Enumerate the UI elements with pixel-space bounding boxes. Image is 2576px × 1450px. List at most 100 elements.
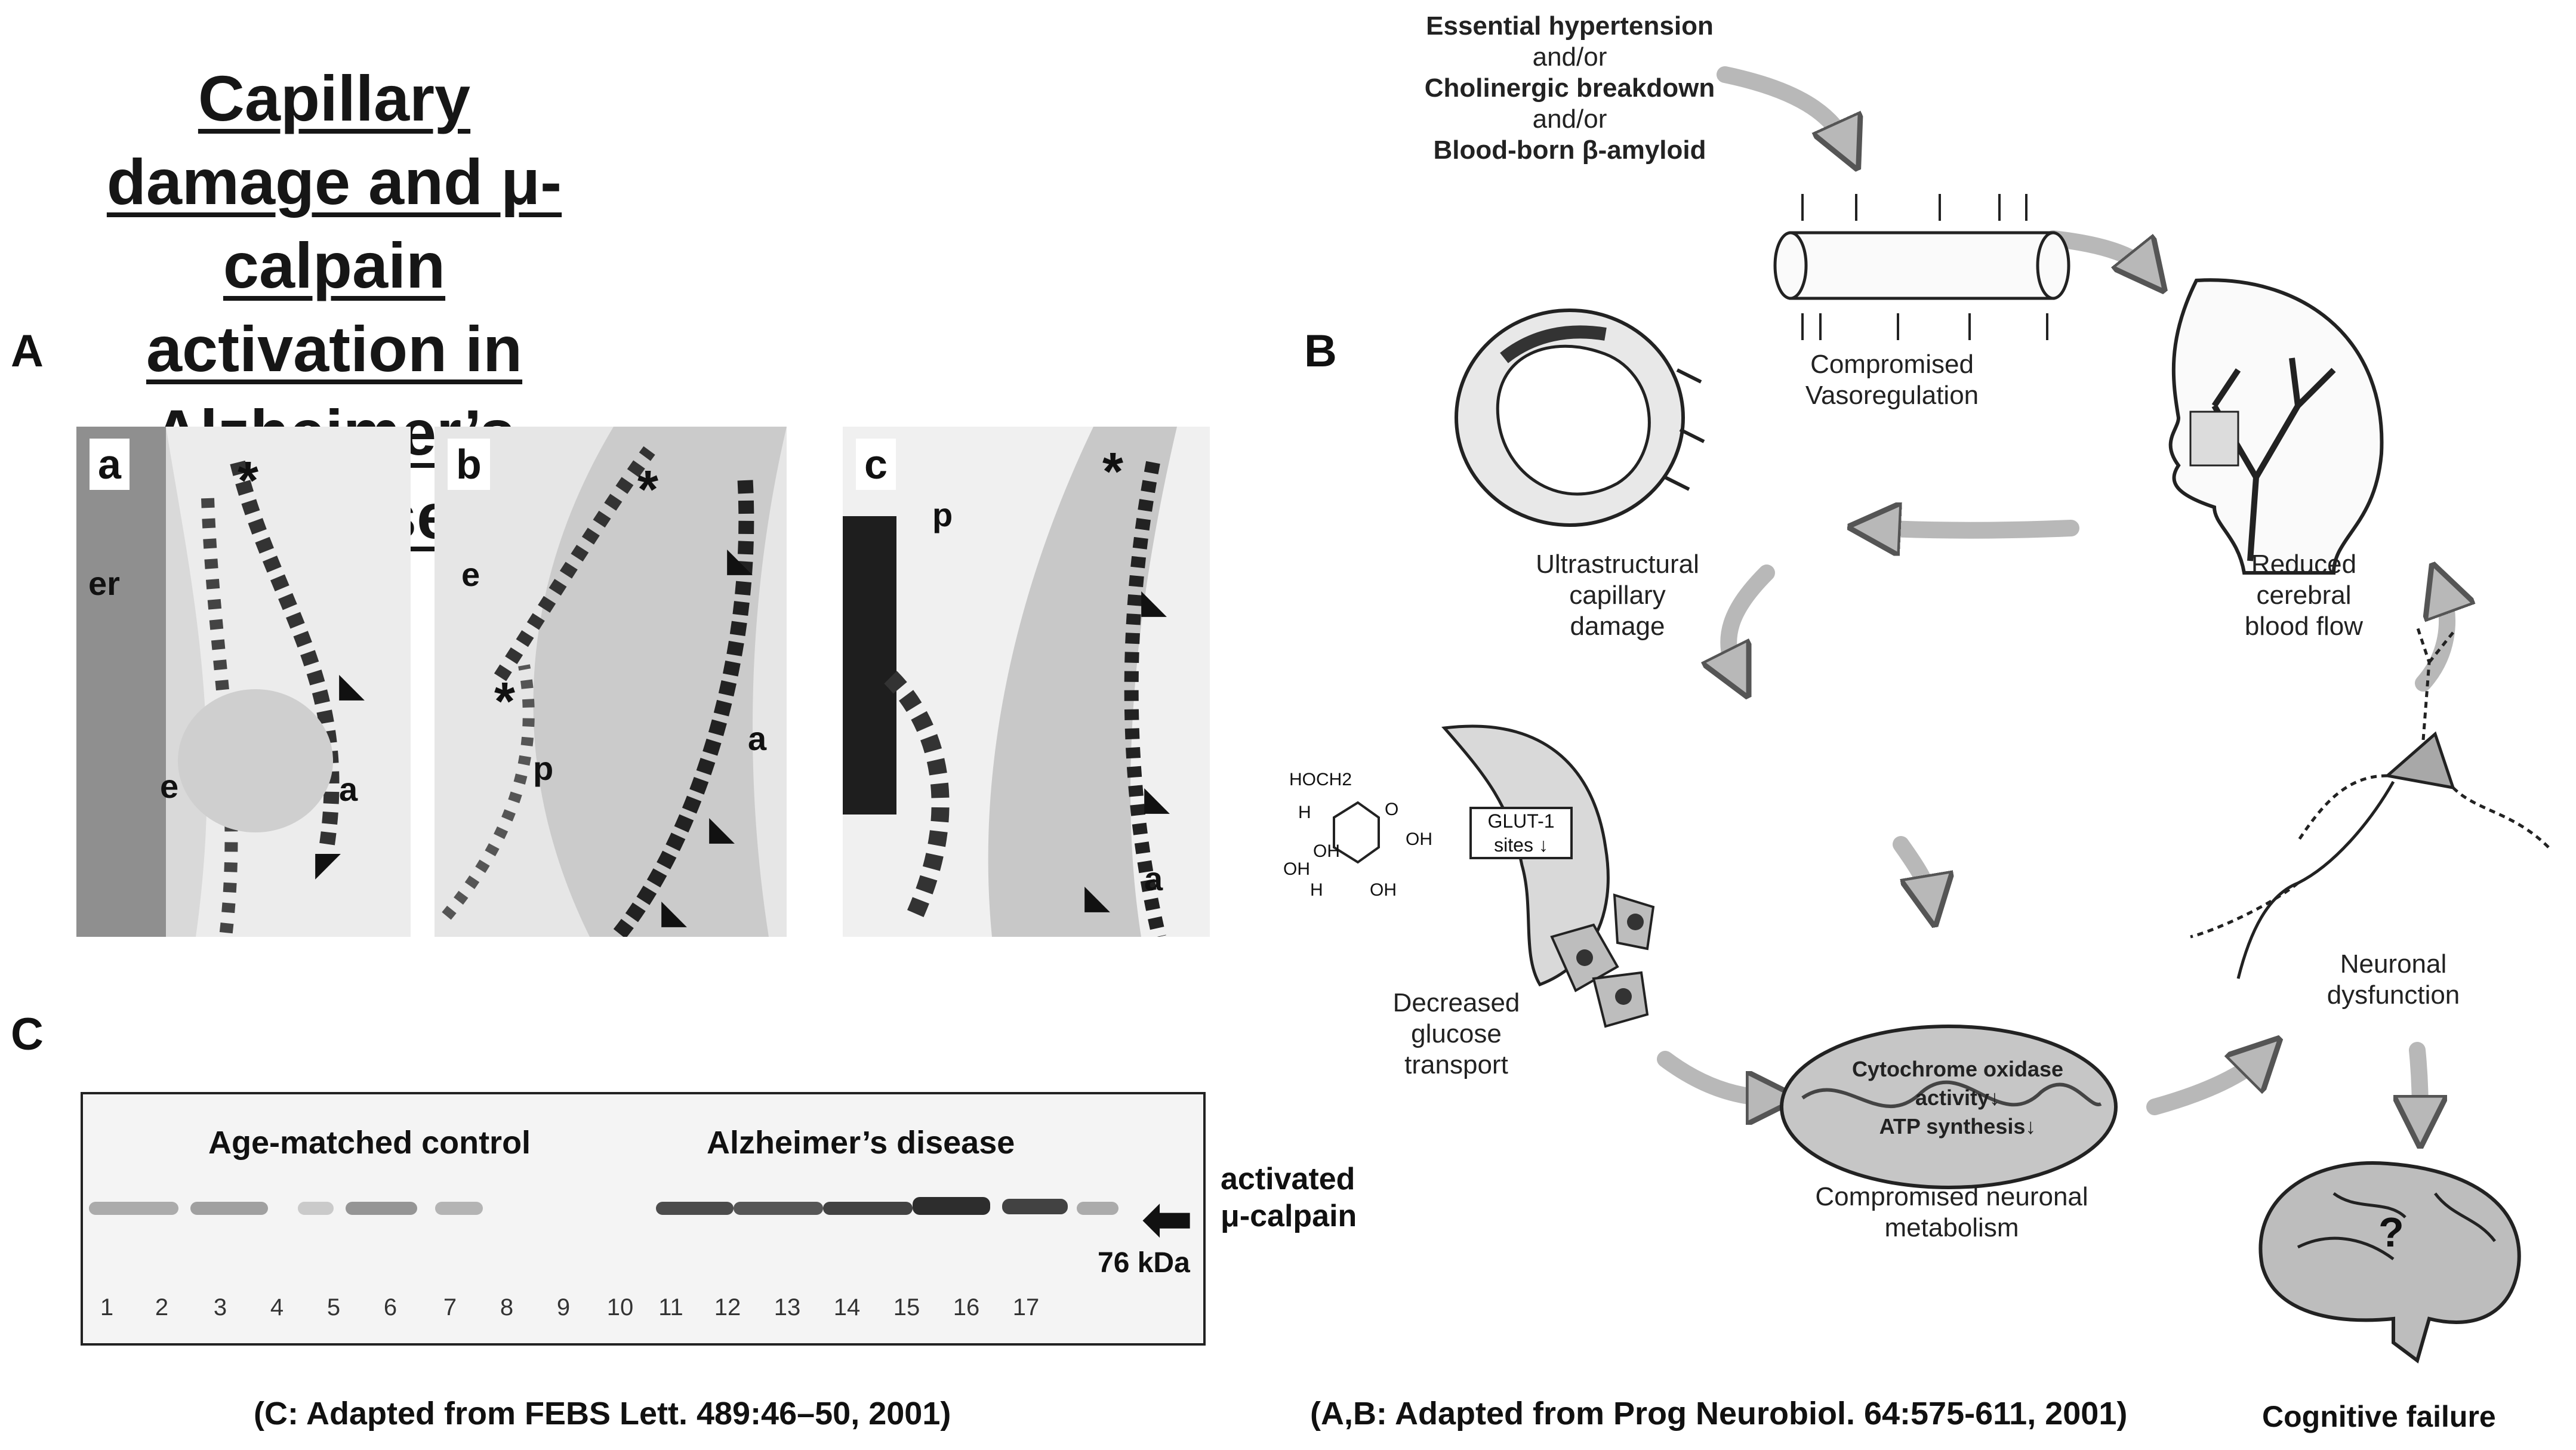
- capillary-line-1: Ultrastructural: [1536, 550, 1699, 579]
- lane-number: 4: [270, 1294, 284, 1321]
- lane-number: 1: [100, 1294, 114, 1321]
- metabolism-text: Compromised neuronal metabolism: [1802, 1181, 2101, 1244]
- cells-icon: [1550, 893, 1655, 1028]
- arrow-mito-to-neuron: [2146, 1056, 2262, 1115]
- arrow-vessel-to-head: [2045, 230, 2149, 272]
- arrow-head-to-capillary: [1874, 528, 2079, 530]
- blot-band: [1077, 1202, 1118, 1215]
- title-line-1: Capillary damage and μ-calpain: [106, 62, 562, 301]
- glut-line-2: sites ↓: [1494, 834, 1548, 856]
- lane-number: 9: [556, 1294, 571, 1321]
- asterisk: *: [637, 460, 659, 520]
- mito-line-1: Cytochrome oxidase: [1851, 1057, 2064, 1081]
- glut-box: GLUT-1 sites ↓: [1469, 807, 1573, 859]
- blot-band: [435, 1202, 483, 1215]
- arrowhead-icon: ◣: [339, 666, 365, 704]
- brain-question-mark: ?: [2378, 1209, 2404, 1255]
- blood-flow-line-2: cerebral: [2256, 581, 2352, 610]
- blood-flow-line-1: Reduced: [2251, 550, 2357, 579]
- label-a: a: [748, 720, 767, 757]
- vasoregulation-line-2: Vasoregulation: [1805, 381, 1979, 410]
- blot-band: [346, 1202, 417, 1215]
- lane-number: 13: [774, 1294, 801, 1321]
- group-label-ad: Alzheimer’s disease: [707, 1125, 1015, 1161]
- band-label-line-2: μ-calpain: [1221, 1199, 1357, 1233]
- cause-amyloid: Blood-born β-amyloid: [1433, 135, 1706, 165]
- arrowhead-icon: ◤: [315, 845, 341, 883]
- neuronal-text: Neuronal dysfunction: [2304, 949, 2483, 1011]
- subpanel-c-tag: c: [856, 439, 896, 490]
- formula-o: O: [1385, 800, 1399, 819]
- glucose-ring-icon: [1333, 801, 1380, 864]
- neuronal-line-2: dysfunction: [2327, 980, 2460, 1010]
- neuronal-line-1: Neuronal: [2340, 949, 2447, 979]
- lane-number: 12: [714, 1294, 741, 1321]
- blood-flow-line-3: blood flow: [2244, 612, 2364, 641]
- arrow-capillary-to-glut: [1728, 564, 1775, 674]
- western-blot: Age-matched control Alzheimer’s disease …: [81, 1092, 1206, 1346]
- micrograph-b-texture: [442, 427, 787, 937]
- vessel-tube-icon: [1773, 194, 2070, 340]
- cognitive-failure-label: Cognitive failure: [2262, 1400, 2496, 1433]
- metabolism-line-1: Compromised neuronal: [1815, 1182, 2088, 1211]
- subpanel-a-tag: a: [90, 439, 130, 490]
- arrow-neuron-to-head: [2415, 588, 2447, 692]
- label-a: a: [1144, 860, 1163, 897]
- arrow-neuron-to-brain: [2417, 1042, 2420, 1122]
- cause-andor-1: and/or: [1532, 42, 1607, 72]
- blot-band: [190, 1202, 268, 1215]
- asterisk: *: [1102, 442, 1124, 502]
- blot-band: [298, 1202, 334, 1215]
- band-label-line-1: activated: [1221, 1162, 1355, 1196]
- glucose-line-3: transport: [1404, 1050, 1508, 1079]
- panel-c-letter: C: [11, 1009, 44, 1060]
- glucose-line-1: Decreased: [1392, 988, 1520, 1017]
- lane-number: 8: [500, 1294, 514, 1321]
- label-e: e: [461, 556, 480, 593]
- lane-number: 5: [326, 1294, 341, 1321]
- vasoregulation-line-1: Compromised: [1810, 350, 1974, 379]
- glucose-text: Decreased glucose transport: [1367, 988, 1546, 1081]
- causes-text: Essential hypertension and/or Cholinergi…: [1397, 11, 1743, 166]
- group-label-control: Age-matched control: [208, 1125, 531, 1161]
- lane-number: 16: [953, 1294, 980, 1321]
- blot-band: [1002, 1199, 1068, 1214]
- micrograph-c-texture: [843, 427, 1177, 937]
- formula-h: H: [1298, 803, 1311, 822]
- formula-oh: OH: [1370, 880, 1397, 900]
- lane-number: 7: [443, 1294, 457, 1321]
- capillary-cross-section-icon: [1455, 308, 1705, 527]
- capillary-line-2: capillary: [1569, 581, 1666, 610]
- caption-ab: (A,B: Adapted from Prog Neurobiol. 64:57…: [1310, 1396, 2128, 1432]
- band-label: activated μ-calpain: [1221, 1161, 1357, 1235]
- kda-label: 76 kDa: [1098, 1247, 1190, 1279]
- lane-number: 10: [606, 1294, 634, 1321]
- brain-icon: [2258, 1161, 2521, 1364]
- glucose-line-2: glucose: [1411, 1019, 1502, 1048]
- arrowhead-icon: ◣: [661, 893, 688, 930]
- panel-b-letter: B: [1304, 326, 1337, 377]
- lane-number: 15: [893, 1294, 920, 1321]
- capillary-line-3: damage: [1570, 612, 1665, 641]
- caption-c: (C: Adapted from FEBS Lett. 489:46–50, 2…: [254, 1396, 951, 1432]
- lane-number: 17: [1012, 1294, 1040, 1321]
- formula-oh: OH: [1283, 859, 1310, 879]
- cause-andor-2: and/or: [1532, 104, 1607, 134]
- glut-line-1: GLUT-1: [1487, 810, 1555, 832]
- blood-flow-text: Reduced cerebral blood flow: [2202, 549, 2405, 642]
- arrow-causes-to-vessel: [1717, 66, 1847, 146]
- lane-number: 2: [155, 1294, 169, 1321]
- mito-text: Cytochrome oxidase activity↓ ATP synthes…: [1844, 1055, 2071, 1141]
- arrowhead-icon: ◣: [709, 809, 735, 847]
- formula-hoch2: HOCH2: [1289, 770, 1352, 789]
- label-p: p: [533, 749, 554, 787]
- mito-line-3: ATP synthesis↓: [1879, 1114, 2036, 1139]
- blot-band: [656, 1202, 734, 1215]
- micrograph-c: c * p a ◣ ◣ ◣: [843, 427, 1210, 937]
- asterisk: *: [238, 451, 259, 511]
- label-p: p: [932, 496, 953, 533]
- arrowhead-icon: ◣: [1141, 582, 1167, 620]
- asterisk: *: [494, 672, 516, 732]
- arrowhead-icon: ◣: [727, 541, 753, 578]
- mitochondrion-icon: [1780, 1025, 2118, 1189]
